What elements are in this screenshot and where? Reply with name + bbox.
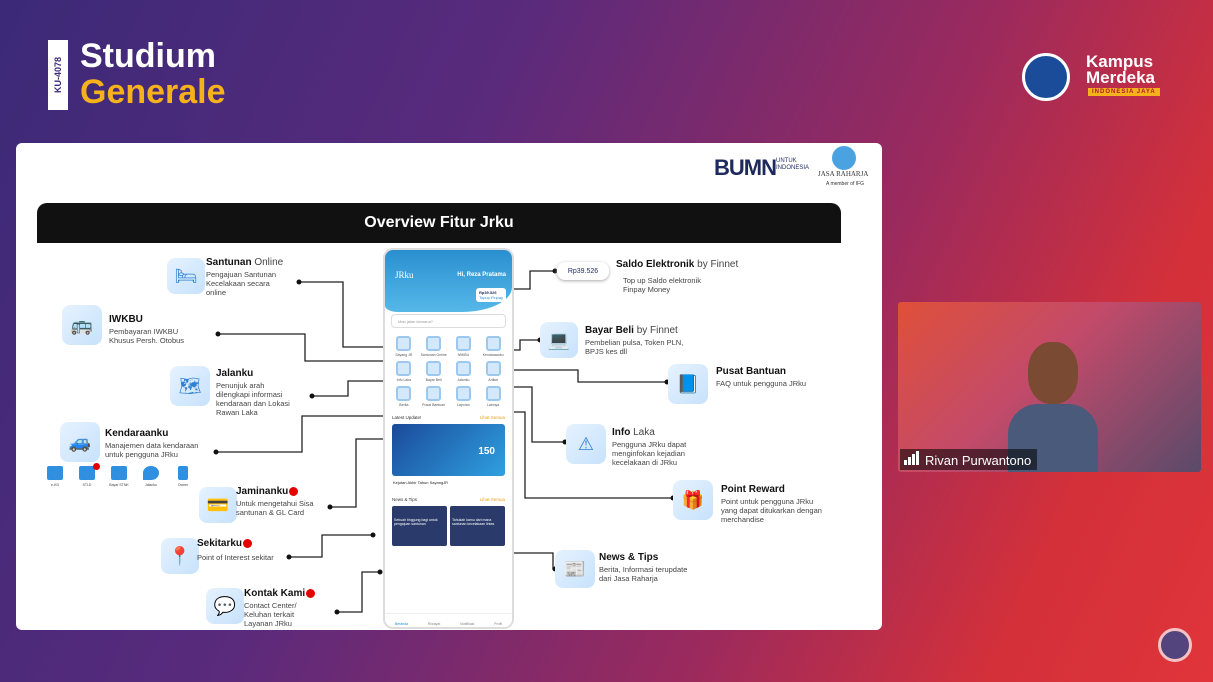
watermark-seal-icon xyxy=(1158,628,1192,662)
app-logo: JRku xyxy=(395,270,414,280)
signal-bars-icon xyxy=(904,451,920,468)
bumn-logo-sub: UNTUK INDONESIA xyxy=(776,158,810,171)
brand-title-line2: Generale xyxy=(80,73,226,111)
new-badge xyxy=(306,588,316,598)
feature-desc: Pembayaran IWKBU Khusus Persh. Otobus xyxy=(109,327,185,345)
feature-desc: Pengguna JRku dapat menginfokan kejadian… xyxy=(612,440,687,467)
grid-item: Pusat Bantuan xyxy=(420,386,448,407)
slide-title: Overview Fitur Jrku xyxy=(37,203,841,243)
feature-title: Point Reward xyxy=(721,484,785,495)
latest-update-header: Latest Update!Lihat Semua xyxy=(392,415,505,420)
feature-title: Kontak Kami xyxy=(244,588,316,599)
payment-icon: 💻 xyxy=(540,322,578,358)
phone-feature-grid: Sayang JR Santunan Online IWKBU Kendaraa… xyxy=(385,330,512,413)
bus-icon: 🚌 xyxy=(62,305,102,345)
feature-desc: Contact Center/ Keluhan terkait Layanan … xyxy=(244,601,297,628)
kendaraanku-sub-icons: e-KD STLD Bayar STNK Jalanku Owner xyxy=(44,463,194,487)
kampus-merdeka-sub: INDONESIA JAYA xyxy=(1088,88,1160,96)
grid-item: Berita xyxy=(390,386,418,407)
grid-item: Artikel xyxy=(479,361,507,382)
feature-title: News & Tips xyxy=(599,552,659,563)
grid-item: Lainnya xyxy=(479,386,507,407)
university-seal-icon xyxy=(1022,53,1070,101)
map-icon: 🗺 xyxy=(170,366,210,406)
new-badge xyxy=(289,486,299,496)
grid-item: Bayar Beli xyxy=(420,361,448,382)
news-card: Tahukah kamu dari mana santunan kecelaka… xyxy=(450,506,505,546)
sub-item: STLD xyxy=(76,463,100,487)
feature-title: Saldo Elektronik by Finnet xyxy=(616,259,739,270)
warning-icon: ⚠ xyxy=(566,424,606,464)
grid-item: Jalanku xyxy=(450,361,478,382)
feature-title: Sekitarku xyxy=(197,538,253,549)
car-icon: 🚙 xyxy=(60,422,100,462)
promo-banner: 150 xyxy=(392,424,505,476)
new-badge xyxy=(243,538,253,548)
feature-title: Jaminanku xyxy=(236,486,299,497)
wallet-icon: Rp39.526 xyxy=(557,262,609,280)
grid-item: Info Laka xyxy=(390,361,418,382)
jasa-raharja-sub: A member of IFG xyxy=(826,181,865,187)
sub-item: e-KD xyxy=(44,466,66,487)
feature-title: IWKBU xyxy=(109,314,143,325)
feature-desc: Pengajuan Santunan Kecelakaan secara onl… xyxy=(206,270,277,297)
feature-desc: Penunjuk arah dilengkapi informasi kenda… xyxy=(216,381,290,417)
feature-title: Santunan Online xyxy=(206,257,284,268)
feature-desc: Point of Interest sekitar xyxy=(197,553,274,562)
feature-desc: Untuk mengetahui Sisa santunan & GL Card xyxy=(236,499,314,517)
feature-desc: Point untuk pengguna JRku yang dapat dit… xyxy=(721,497,822,524)
kampus-merdeka-logo: Kampus Merdeka xyxy=(1086,52,1155,87)
feature-desc: Manajemen data kendaraan untuk pengguna … xyxy=(105,441,199,459)
grid-item: Kendaraanku xyxy=(479,336,507,357)
sub-item: Bayar STNK xyxy=(108,466,130,487)
jasa-raharja-name: JASA RAHARJA xyxy=(818,170,869,178)
feature-title: Bayar Beli by Finnet xyxy=(585,325,678,336)
news-cards: Sebuah tinggung bagi untuk pengajuan san… xyxy=(392,506,505,546)
help-book-icon: 📘 xyxy=(668,364,708,404)
gift-icon: 🎁 xyxy=(673,480,713,520)
bed-icon: 🛏 xyxy=(167,258,205,294)
participant-video xyxy=(1008,342,1098,472)
banner-title: Kejutan Akhir Tahun SayangJR xyxy=(393,480,449,485)
bumn-logo: BUMN xyxy=(714,155,777,180)
chat-icon: 💬 xyxy=(206,588,244,624)
feature-title: Jalanku xyxy=(216,368,254,379)
grid-item: Sayang JR xyxy=(390,336,418,357)
feature-desc: FAQ untuk pengguna JRku xyxy=(716,379,807,388)
sub-item: Owner xyxy=(172,466,194,487)
feature-title: Pusat Bantuan xyxy=(716,366,787,377)
location-icon: 📍 xyxy=(161,538,199,574)
greeting: Hi, Reza Pratama xyxy=(457,272,506,278)
feature-title: Kendaraanku xyxy=(105,428,169,439)
brand-title-line1: Studium xyxy=(80,37,216,75)
grid-item: IWKBU xyxy=(450,336,478,357)
card-icon: 💳 xyxy=(199,487,237,523)
feature-desc: Pembelian pulsa, Token PLN, BPJS kes dll xyxy=(585,338,684,356)
feature-desc: Top up Saldo elektronik Finpay Money xyxy=(623,276,701,294)
sub-item: Jalanku xyxy=(140,466,162,487)
participant-name-label: Rivan Purwantono xyxy=(900,449,1038,470)
phone-search-input: Mau jalan kemana? xyxy=(391,314,506,328)
grid-item: Santunan Online xyxy=(420,336,448,357)
news-icon: 📰 xyxy=(555,550,595,588)
jasa-raharja-logo-icon xyxy=(832,146,856,170)
grid-item: Laporan xyxy=(450,386,478,407)
participant-video-tile[interactable]: Rivan Purwantono xyxy=(898,302,1201,472)
feature-desc: Berita, Informasi terupdate dari Jasa Ra… xyxy=(599,565,688,583)
news-card: Sebuah tinggung bagi untuk pengajuan san… xyxy=(392,506,447,546)
feature-title: Info Laka xyxy=(612,427,655,438)
